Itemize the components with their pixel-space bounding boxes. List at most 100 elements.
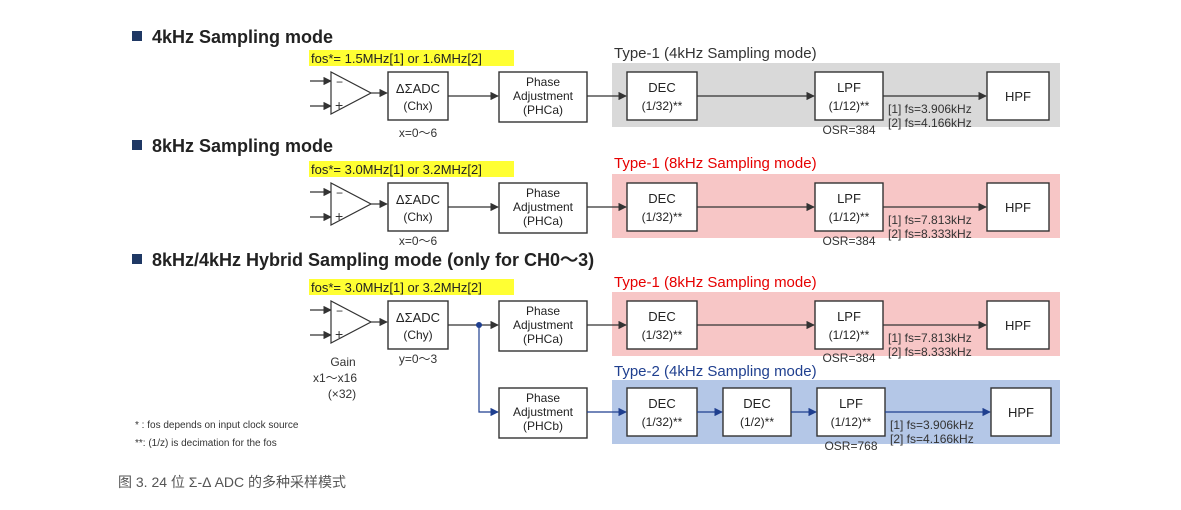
svg-text:x1～x16: x1～x16 [313, 371, 357, 385]
fos-highlight [309, 50, 514, 66]
hpf-block: HPF [986, 182, 1050, 232]
type1-label: Type-1 (8kHz Sampling mode) [614, 274, 817, 291]
dec-block: DEC (1/32)** [626, 182, 698, 232]
svg-text:(1/32)**: (1/32)** [642, 210, 683, 224]
svg-text:(1/32)**: (1/32)** [642, 328, 683, 342]
svg-text:LPF: LPF [837, 80, 861, 95]
section-heading: 8kHz Sampling mode [152, 136, 333, 156]
section-heading: 4kHz Sampling mode [152, 27, 333, 47]
fs-line-1: [1] fs=7.813kHz [888, 331, 972, 345]
svg-text:Phase: Phase [526, 304, 560, 318]
channel-index: x=0～6 [399, 126, 438, 140]
svg-text:Phase: Phase [526, 391, 560, 405]
svg-text:Phase: Phase [526, 186, 560, 200]
svg-text:HPF: HPF [1005, 318, 1031, 333]
svg-text:−: − [336, 186, 343, 200]
phase-adjustment-block: Phase Adjustment (PHCa) [498, 182, 588, 234]
fs-line-2: [2] fs=8.333kHz [888, 227, 972, 241]
svg-text:DEC: DEC [648, 396, 675, 411]
svg-text:DEC: DEC [648, 309, 675, 324]
section-hybrid: 8kHz/4kHz Hybrid Sampling mode (only for… [132, 250, 1060, 453]
svg-text:−: − [336, 304, 343, 318]
fos-highlight [309, 161, 514, 177]
phase-adjustment-block: Phase Adjustment (PHCa) [498, 71, 588, 123]
svg-text:Adjustment: Adjustment [513, 405, 574, 419]
svg-text:(PHCb): (PHCb) [523, 419, 563, 433]
hpf-block: HPF [986, 300, 1050, 350]
svg-text:HPF: HPF [1005, 89, 1031, 104]
fs-line-2: [2] fs=8.333kHz [888, 345, 972, 359]
footnotes: * : fos depends on input clock source **… [135, 420, 299, 449]
svg-text:(Chx): (Chx) [403, 99, 432, 113]
svg-text:Adjustment: Adjustment [513, 89, 574, 103]
adc-block: ΔΣADC (Chx) [387, 71, 449, 121]
amplifier-icon: − + [310, 71, 388, 115]
svg-text:(×32): (×32) [328, 387, 356, 401]
svg-text:LPF: LPF [839, 396, 863, 411]
svg-text:Adjustment: Adjustment [513, 318, 574, 332]
osr-label: OSR=384 [822, 123, 875, 137]
svg-text:+: + [335, 97, 343, 113]
fs-line-2: [2] fs=4.166kHz [890, 432, 974, 446]
svg-text:+: + [335, 326, 343, 342]
lpf-block: LPF (1/12)** [814, 182, 884, 232]
branch-line [478, 325, 499, 417]
svg-text:ΔΣADC: ΔΣADC [396, 192, 440, 207]
svg-text:−: − [336, 75, 343, 89]
svg-text:(1/32)**: (1/32)** [642, 415, 683, 429]
hpf-block: HPF [990, 387, 1052, 437]
channel-index: y=0～3 [399, 352, 438, 366]
footnote-1: * : fos depends on input clock source [135, 420, 299, 431]
footnote-2: **: (1/z) is decimation for the fos [135, 438, 277, 449]
svg-text:(1/12)**: (1/12)** [831, 415, 872, 429]
svg-text:ΔΣADC: ΔΣADC [396, 81, 440, 96]
svg-text:Gain: Gain [330, 355, 355, 369]
section-bullet [132, 254, 142, 264]
figure-caption: 图 3. 24 位 Σ-Δ ADC 的多种采样模式 [118, 474, 347, 490]
svg-text:DEC: DEC [648, 80, 675, 95]
fs-line-1: [1] fs=3.906kHz [890, 418, 974, 432]
dec-block-2: DEC (1/2)** [722, 387, 792, 437]
fos-label: fos*= 1.5MHz[1] or 1.6MHz[2] [311, 51, 482, 66]
adc-block: ΔΣADC (Chx) [387, 182, 449, 232]
section-heading: 8kHz/4kHz Hybrid Sampling mode (only for… [152, 250, 594, 270]
osr-label: OSR=384 [822, 351, 875, 365]
dec-block: DEC (1/32)** [626, 300, 698, 350]
osr-label: OSR=384 [822, 234, 875, 248]
fos-label: fos*= 3.0MHz[1] or 3.2MHz[2] [311, 162, 482, 177]
section-bullet [132, 140, 142, 150]
svg-text:Adjustment: Adjustment [513, 200, 574, 214]
channel-index: x=0～6 [399, 234, 438, 248]
fs-line-1: [1] fs=7.813kHz [888, 213, 972, 227]
hpf-block: HPF [986, 71, 1050, 121]
type-label: Type-1 (8kHz Sampling mode) [614, 155, 817, 172]
type2-label: Type-2 (4kHz Sampling mode) [614, 363, 817, 380]
svg-text:HPF: HPF [1005, 200, 1031, 215]
svg-text:(Chx): (Chx) [403, 210, 432, 224]
svg-text:(PHCa): (PHCa) [523, 332, 563, 346]
fos-label: fos*= 3.0MHz[1] or 3.2MHz[2] [311, 280, 482, 295]
svg-text:ΔΣADC: ΔΣADC [396, 310, 440, 325]
svg-text:LPF: LPF [837, 191, 861, 206]
svg-text:(1/32)**: (1/32)** [642, 99, 683, 113]
phase-adjustment-block-a: Phase Adjustment (PHCa) [498, 300, 588, 352]
lpf-block: LPF (1/12)** [814, 300, 884, 350]
svg-text:(1/12)**: (1/12)** [829, 328, 870, 342]
lpf-block: LPF (1/12)** [814, 71, 884, 121]
svg-text:DEC: DEC [743, 396, 770, 411]
svg-text:Phase: Phase [526, 75, 560, 89]
osr-label: OSR=768 [824, 439, 877, 453]
svg-text:(Chy): (Chy) [403, 328, 432, 342]
svg-text:+: + [335, 208, 343, 224]
svg-text:(1/12)**: (1/12)** [829, 99, 870, 113]
fos-highlight [309, 279, 514, 295]
section-bullet [132, 31, 142, 41]
fs-line-1: [1] fs=3.906kHz [888, 102, 972, 116]
dec-block: DEC (1/32)** [626, 71, 698, 121]
gain-label: Gain x1～x16 (×32) [313, 355, 357, 401]
fs-line-2: [2] fs=4.166kHz [888, 116, 972, 130]
adc-block: ΔΣADC (Chy) [387, 300, 449, 350]
svg-text:LPF: LPF [837, 309, 861, 324]
